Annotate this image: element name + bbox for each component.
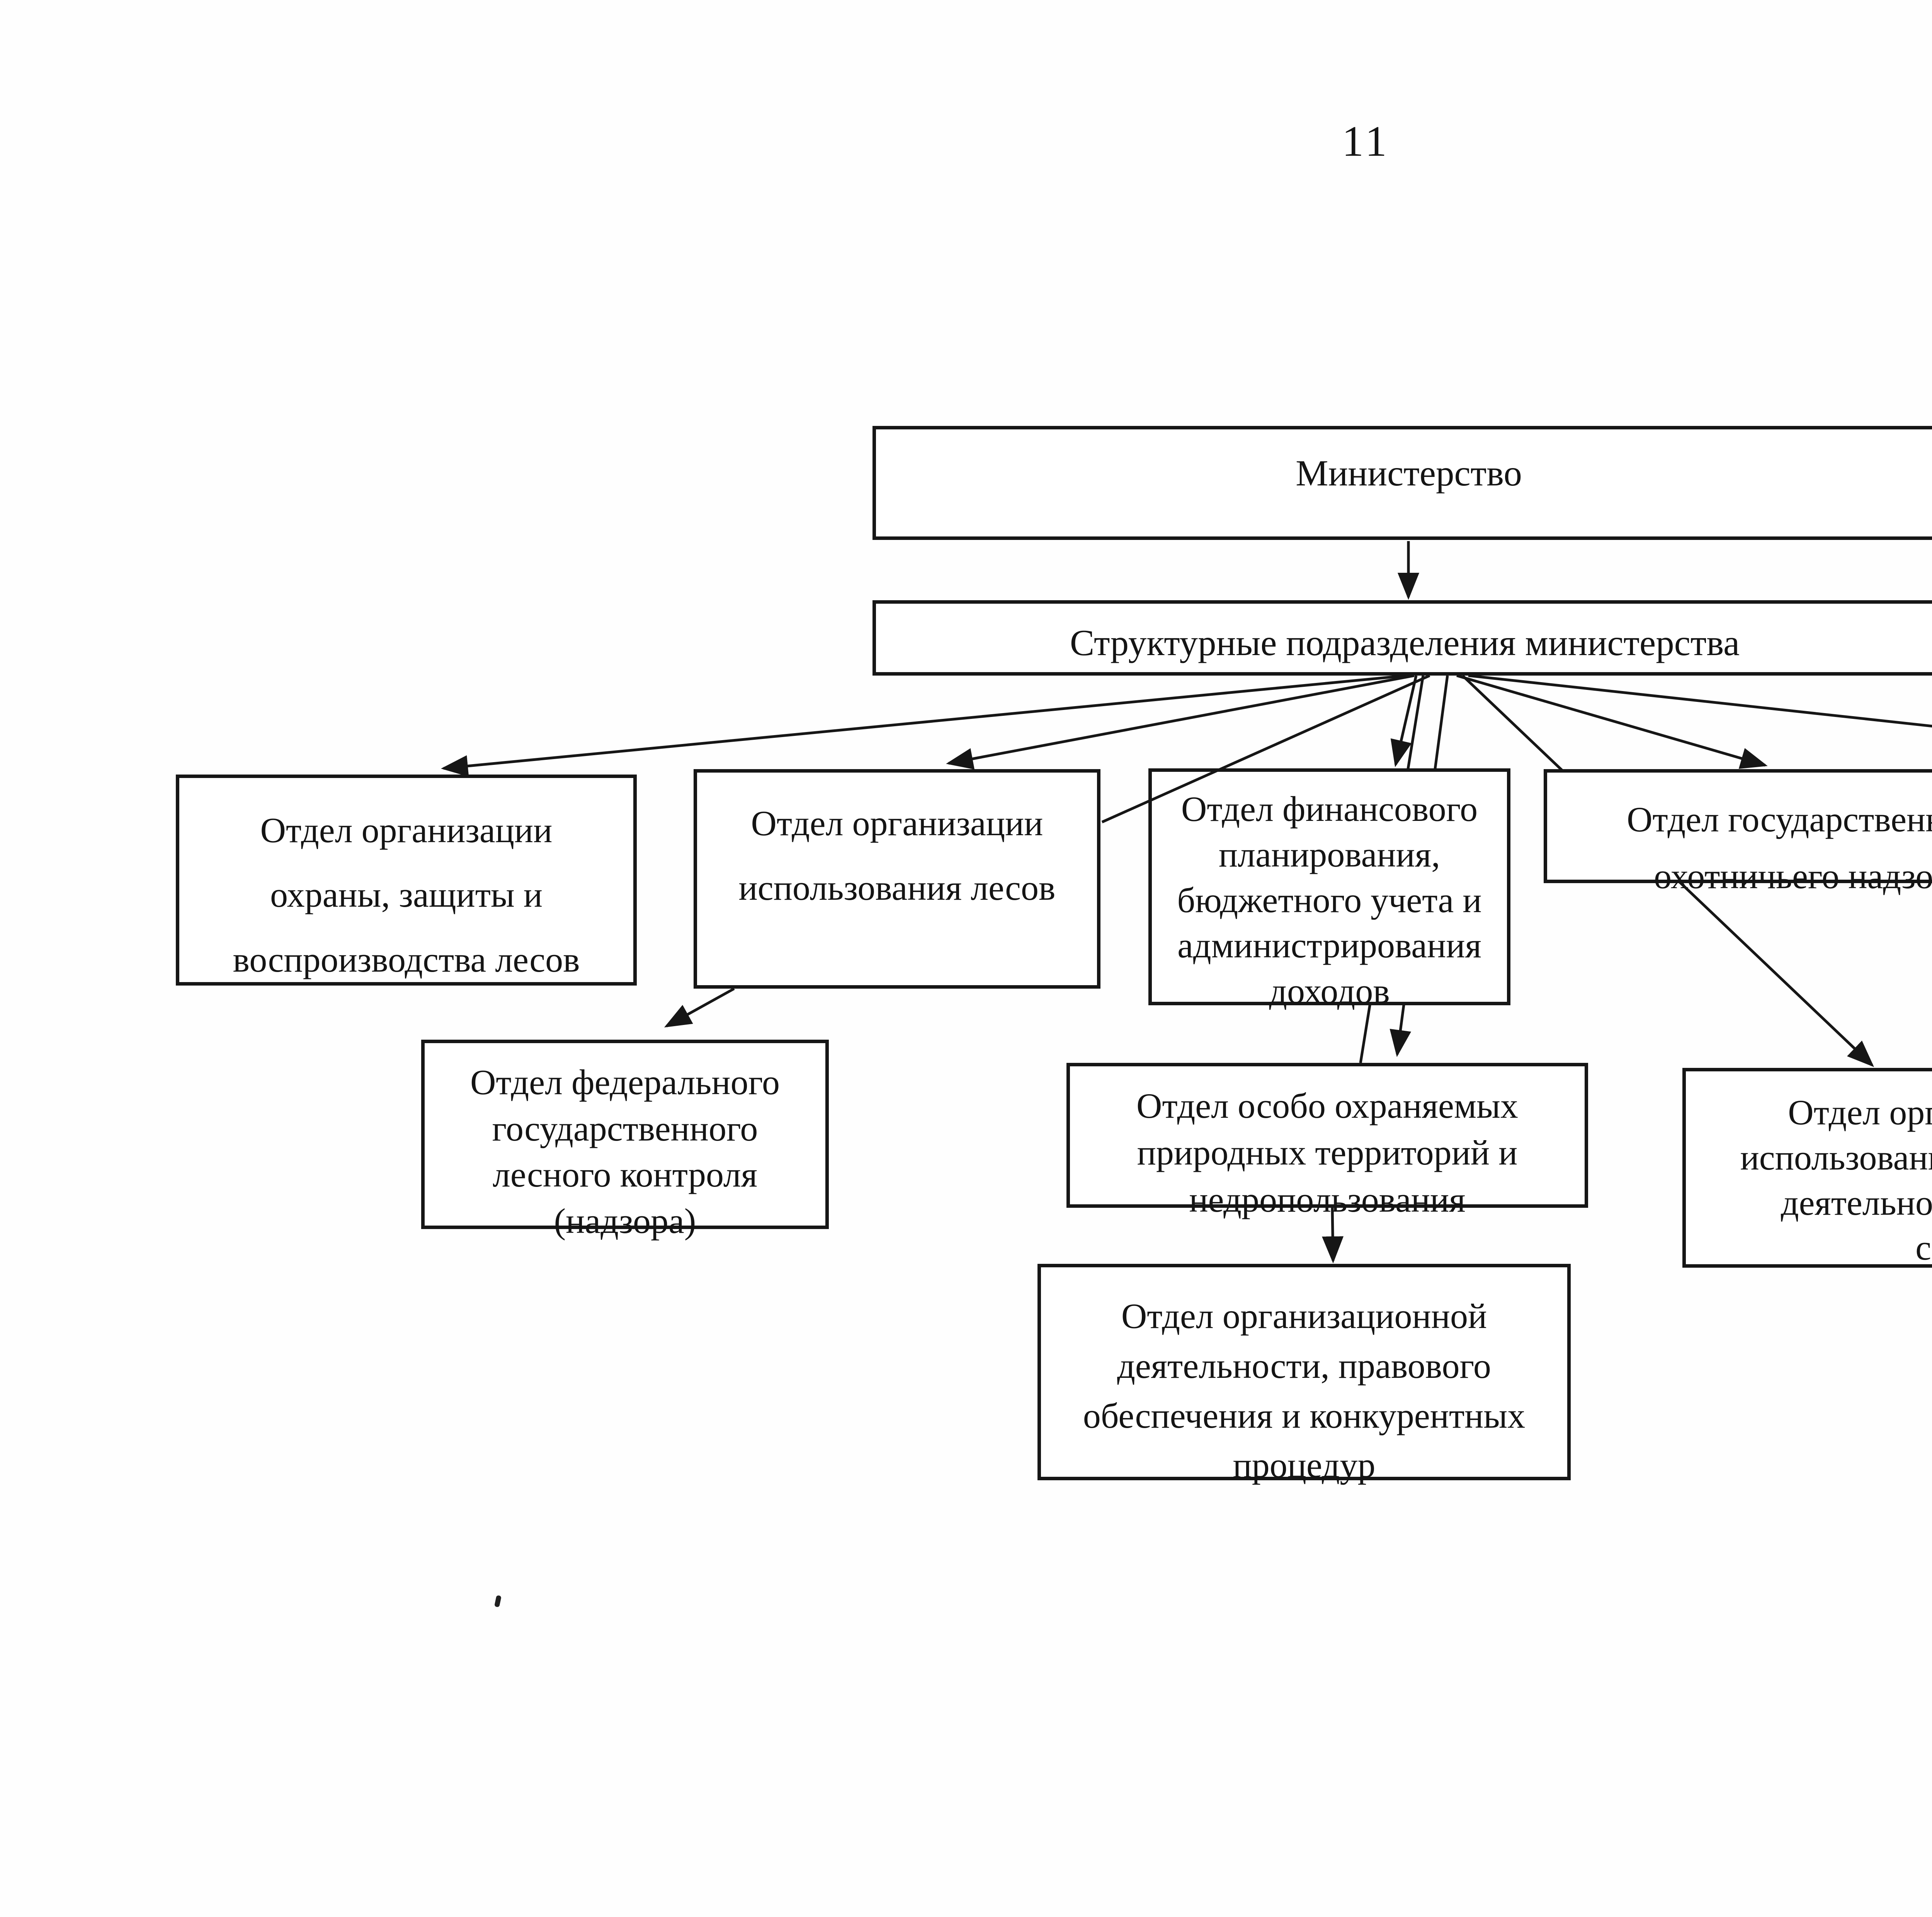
- node-hunting: Отдел государственного охотничьего надзо…: [1544, 769, 1932, 896]
- node-finance: Отдел финансового планирования, бюджетно…: [1148, 768, 1510, 1011]
- scan-artifact-speck: [494, 1595, 502, 1608]
- connector-forest-use-to-federal-control: [664, 987, 735, 1028]
- node-label: Отдел финансового планирования, бюджетно…: [1177, 789, 1482, 1011]
- connector-subdivisions-to-forest-use-top: [946, 674, 1415, 770]
- node-label: Отдел особо охраняемых природных террито…: [1136, 1086, 1518, 1219]
- page-number: 11: [1342, 117, 1390, 165]
- node-forest-use: Отдел организации использования лесов: [694, 769, 1100, 989]
- connector-subdivisions-to-finance: [1390, 675, 1418, 767]
- connector-subdivisions-to-ecology: [1468, 674, 1932, 728]
- node-forest-protection: Отдел организации охраны, защиты и воспр…: [176, 775, 637, 986]
- node-ministry: Министерство: [872, 426, 1932, 540]
- node-label: Структурные подразделения министерства: [1070, 622, 1740, 663]
- node-label: Отдел организации использования лесов: [738, 804, 1056, 908]
- node-label: Министерство: [1296, 453, 1522, 494]
- node-label: Отдел организации охраны, использования …: [1740, 1093, 1932, 1268]
- connector-subdivisions-to-forest-protection: [441, 674, 1407, 777]
- node-organizational: Отдел организационной деятельности, прав…: [1037, 1264, 1571, 1485]
- node-label: Отдел федерального государственного лесн…: [470, 1062, 780, 1241]
- node-water: Отдел организации охраны, использования …: [1682, 1068, 1932, 1268]
- node-subdivisions: Структурные подразделения министерства: [872, 600, 1932, 676]
- node-label: Отдел организационной деятельности, прав…: [1083, 1296, 1526, 1485]
- node-label: Отдел организации охраны, защиты и воспр…: [233, 810, 580, 979]
- connector-subdivisions-to-hunting: [1456, 674, 1768, 769]
- node-protected-areas: Отдел особо охраняемых природных террито…: [1066, 1063, 1588, 1219]
- node-federal-control: Отдел федерального государственного лесн…: [421, 1040, 829, 1241]
- node-label: Отдел государственного охотничьего надзо…: [1627, 800, 1932, 896]
